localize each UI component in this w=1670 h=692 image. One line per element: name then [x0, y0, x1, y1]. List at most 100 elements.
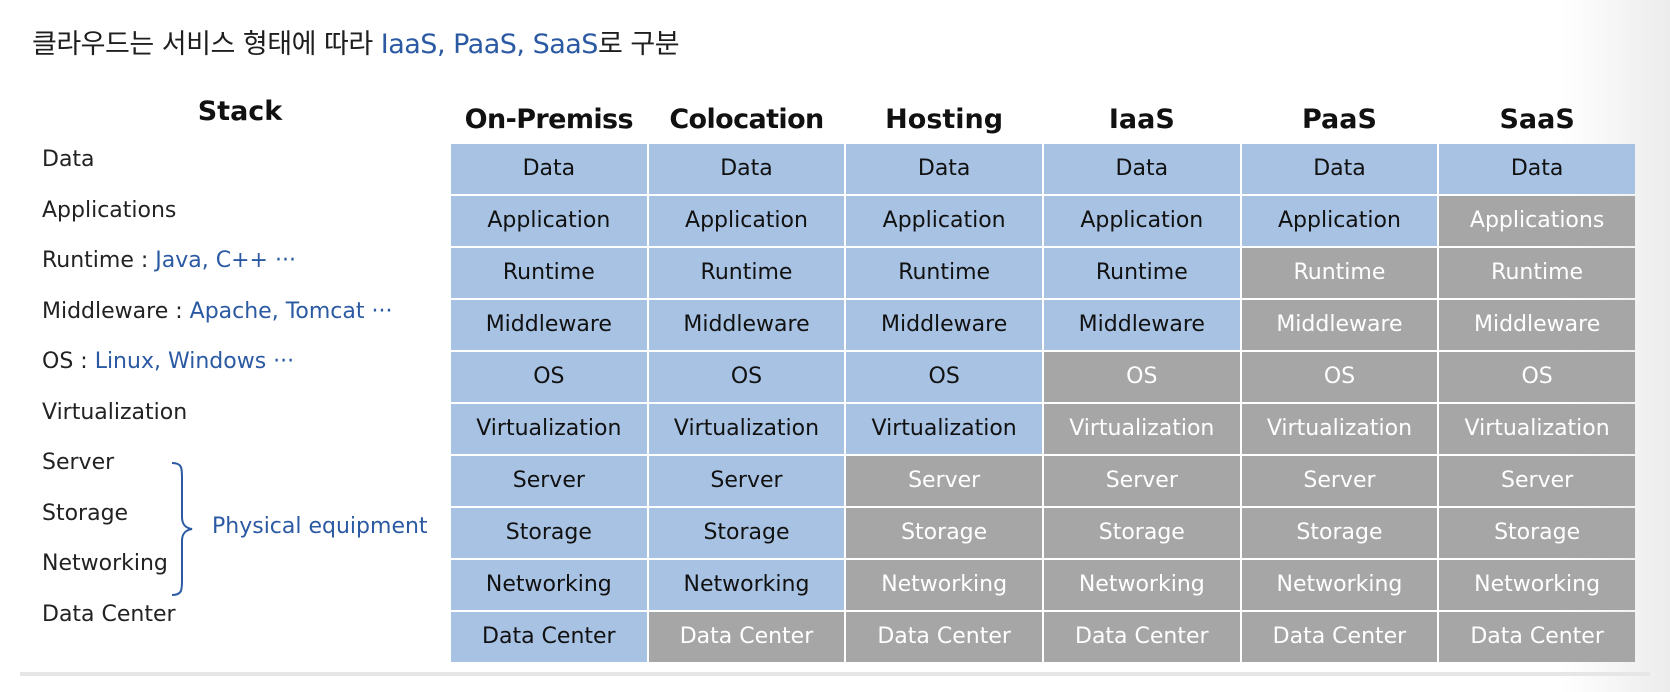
stack-item-label: Middleware :: [42, 298, 190, 324]
layer-cell: Server: [846, 456, 1042, 506]
stack-item: OS : Linux, Windows ···: [42, 340, 294, 392]
layer-cell: Server: [1439, 456, 1635, 506]
layer-cell: Networking: [648, 560, 845, 610]
layer-cell: Storage: [1241, 508, 1438, 558]
layer-cell: Middleware: [1241, 300, 1438, 350]
layer-cell: Data Center: [1439, 612, 1635, 662]
stack-item: Applications: [42, 189, 176, 241]
layer-cell: Storage: [451, 508, 647, 558]
stack-item-examples: Java, C++ ···: [155, 248, 296, 273]
model-header: IaaS: [1108, 104, 1175, 135]
layer-cell: OS: [451, 352, 647, 402]
layer-cell: Server: [451, 456, 647, 506]
layer-cell: Networking: [1043, 560, 1240, 610]
layer-cell: Data: [846, 144, 1042, 194]
layer-cell: Virtualization: [648, 404, 845, 454]
layer-cell: OS: [1439, 352, 1635, 402]
stack-item: Server: [42, 441, 114, 493]
layer-cell: Data Center: [846, 612, 1042, 662]
layer-cell: Runtime: [1241, 248, 1438, 298]
layer-cell: Virtualization: [1043, 404, 1240, 454]
stack-item-label: Applications: [42, 197, 177, 223]
stack-item: Data Center: [42, 593, 176, 645]
layer-cell: Networking: [1439, 560, 1635, 610]
layer-cell: OS: [1241, 352, 1438, 402]
layer-cell: Storage: [846, 508, 1042, 558]
layer-cell: Data: [1043, 144, 1240, 194]
stack-item: Data: [42, 138, 95, 190]
layer-cell: Server: [1241, 456, 1438, 506]
stack-item-examples: Apache, Tomcat ···: [189, 298, 393, 324]
stack-item: Networking: [42, 542, 168, 594]
layer-cell: Data Center: [648, 612, 845, 662]
layer-cell: Networking: [451, 560, 647, 610]
title-suffix: 로 구분: [597, 29, 680, 60]
layer-cell: Application: [648, 196, 845, 246]
stack-item-label: Storage: [42, 500, 129, 526]
layer-cell: Middleware: [846, 300, 1042, 350]
stack-item: Storage: [42, 492, 128, 544]
stack-item: Runtime : Java, C++ ···: [42, 239, 296, 291]
stack-item-examples: Linux, Windows ···: [94, 349, 295, 374]
layer-cell: OS: [648, 352, 845, 402]
physical-equipment-label: Physical equipment: [212, 514, 428, 539]
layer-cell: Data Center: [451, 612, 647, 662]
layer-cell: Application: [846, 196, 1042, 246]
layer-cell: Networking: [846, 560, 1042, 610]
title-highlight: IaaS, PaaS, SaaS: [380, 29, 599, 60]
layer-cell: Networking: [1241, 560, 1438, 610]
layer-cell: Server: [648, 456, 845, 506]
layer-cell: Virtualization: [451, 404, 647, 454]
layer-cell: Application: [451, 196, 647, 246]
layer-cell: Storage: [1043, 508, 1240, 558]
layer-cell: OS: [1043, 352, 1240, 402]
stack-item: Virtualization: [42, 391, 187, 443]
stack-item-label: Server: [42, 450, 115, 475]
stack-item-label: Data: [42, 147, 95, 172]
page-title: 클라우드는 서비스 형태에 따라 IaaS, PaaS, SaaS로 구분: [32, 22, 680, 61]
model-header: Hosting: [885, 104, 1004, 135]
stack-item-label: Virtualization: [42, 399, 188, 425]
model-header: Colocation: [669, 104, 824, 135]
layer-cell: Storage: [1439, 508, 1635, 558]
layer-cell: Data: [1439, 144, 1635, 194]
layer-cell: Data Center: [1043, 612, 1240, 662]
layer-cell: Middleware: [451, 300, 647, 350]
layer-cell: Data Center: [1241, 612, 1438, 662]
layer-cell: Applications: [1439, 196, 1635, 246]
stack-item-label: Networking: [42, 551, 168, 576]
layer-cell: Virtualization: [1439, 404, 1635, 454]
layer-cell: Runtime: [846, 248, 1042, 298]
stack-item: Middleware : Apache, Tomcat ···: [42, 290, 392, 342]
layer-cell: Runtime: [1043, 248, 1240, 298]
stack-item-label: OS :: [42, 349, 95, 374]
layer-cell: Application: [1043, 196, 1240, 246]
layer-cell: Storage: [648, 508, 845, 558]
bottom-divider: [20, 672, 1650, 676]
layer-cell: Virtualization: [1241, 404, 1438, 454]
layer-cell: Runtime: [1439, 248, 1635, 298]
layer-cell: Application: [1241, 196, 1438, 246]
layer-cell: Middleware: [648, 300, 845, 350]
layer-cell: Server: [1043, 456, 1240, 506]
stack-item-label: Data Center: [42, 601, 176, 627]
model-header: PaaS: [1301, 104, 1377, 135]
layer-cell: Middleware: [1439, 300, 1635, 350]
layer-cell: Data: [648, 144, 845, 194]
stack-item-label: Runtime :: [42, 248, 156, 273]
layer-cell: Data: [1241, 144, 1438, 194]
model-header: SaaS: [1499, 104, 1575, 135]
layer-cell: Data: [451, 144, 647, 194]
layer-cell: Virtualization: [846, 404, 1042, 454]
stack-heading: Stack: [197, 96, 283, 127]
layer-cell: Runtime: [648, 248, 845, 298]
curly-brace-icon: [171, 462, 193, 596]
